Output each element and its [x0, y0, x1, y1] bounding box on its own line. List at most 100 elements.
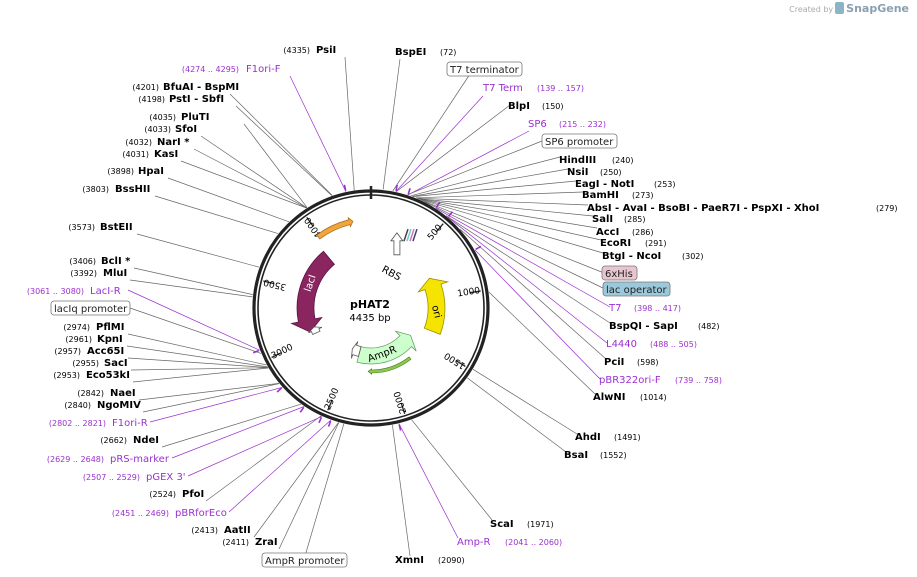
enzyme-label[interactable]: (3392)MluI — [70, 268, 127, 279]
enzyme-label[interactable]: (3406)BclI * — [69, 256, 131, 267]
primer-label[interactable]: Amp-R (2041 .. 2060) — [457, 537, 562, 548]
enzyme-label[interactable]: (4032)NarI * — [125, 137, 190, 148]
leader-line — [398, 423, 459, 539]
enzyme-label[interactable]: EcoRI(291) — [600, 238, 667, 249]
enzyme-label[interactable]: BamHI(273) — [582, 190, 654, 201]
enzyme-label[interactable]: BtgI - NcoI(302) — [602, 251, 704, 262]
primer-label[interactable]: L4440(488 .. 505) — [606, 339, 697, 350]
primer-label[interactable]: T7(398 .. 417) — [608, 303, 681, 314]
leader-line — [180, 160, 307, 209]
enzyme-label[interactable]: (2842)NaeI — [77, 388, 135, 399]
leader-line — [411, 419, 493, 521]
enzyme-label[interactable]: (2411)ZraI — [222, 537, 277, 548]
enzyme-label[interactable]: (3573)BstEII — [68, 222, 132, 233]
leader-line — [278, 422, 340, 550]
primer-label[interactable]: (4274 .. 4295)F1ori-F — [182, 64, 281, 75]
enzyme-label[interactable]: PciI(598) — [604, 357, 659, 368]
enzyme-label[interactable]: (3898)HpaI — [107, 166, 164, 177]
enzyme-label[interactable]: (4335)PsiI — [283, 45, 336, 56]
primer-label[interactable]: (2629 .. 2648)pRS-marker — [47, 454, 170, 465]
enzyme-position: (3392) — [70, 269, 97, 278]
enzyme-label[interactable]: BsaI(1552) — [564, 450, 627, 461]
enzyme-label[interactable]: (4033)SfoI — [144, 124, 197, 135]
enzyme-label[interactable]: BspQI - SapI(482) — [609, 321, 720, 332]
enzyme-label[interactable]: (2961)KpnI — [65, 334, 122, 345]
primer-range: (2041 .. 2060) — [505, 538, 562, 547]
enzyme-label[interactable]: (2662)NdeI — [100, 435, 159, 446]
enzyme-label[interactable]: AlwNI(1014) — [593, 392, 667, 403]
enzyme-name: PstI - SbfI — [169, 94, 224, 105]
enzyme-label[interactable]: AhdI(1491) — [575, 432, 641, 443]
enzyme-label[interactable]: BspEI(72) — [395, 47, 456, 58]
laci-feature[interactable] — [290, 250, 335, 333]
enzyme-position: (2974) — [63, 323, 90, 332]
enzyme-position: (2953) — [53, 371, 80, 380]
enzyme-label[interactable]: (2524)PfoI — [149, 489, 204, 500]
boxed-label-text: 6xHis — [605, 269, 633, 280]
enzyme-name: NdeI — [133, 435, 159, 446]
enzyme-label[interactable]: (4201)BfuAI - BspMI — [132, 82, 239, 93]
enzyme-position: (253) — [654, 180, 676, 189]
boxed-label-ampr-promoter[interactable]: AmpR promoter — [261, 552, 348, 568]
boxed-label-laciq-promoter[interactable]: lacIq promoter — [50, 300, 131, 316]
f1-ori-feature[interactable] — [316, 216, 354, 240]
leader-line — [474, 249, 601, 380]
ring-tick — [469, 290, 481, 294]
enzyme-label[interactable]: (2413)AatII — [191, 525, 250, 536]
ampr-promoter-feature[interactable] — [351, 341, 362, 359]
ori-feature[interactable] — [417, 277, 450, 335]
boxed-label-sp6-promoter[interactable]: SP6 promoter — [541, 133, 618, 149]
enzyme-name: PluTI — [181, 112, 209, 123]
enzyme-label[interactable]: EagI - NotI(253) — [575, 179, 676, 190]
enzyme-label[interactable]: (2840)NgoMIV — [64, 400, 141, 411]
enzyme-name: AccI — [596, 227, 619, 238]
leader-line — [415, 191, 584, 199]
enzyme-position: (482) — [698, 322, 720, 331]
primer-label[interactable]: pBR322ori-F(739 .. 758) — [599, 375, 722, 386]
enzyme-label[interactable]: (2957)Acc65I — [54, 346, 124, 357]
enzyme-label[interactable]: (4031)KasI — [122, 149, 178, 160]
plasmid-center: pHAT2 4435 bp — [349, 298, 390, 324]
enzyme-name: BamHI — [582, 190, 619, 201]
primer-name: T7 — [608, 303, 621, 314]
enzyme-label[interactable]: XmnI(2090) — [395, 555, 465, 566]
enzyme-label[interactable]: HindIII(240) — [559, 155, 634, 166]
primer-range: (4274 .. 4295) — [182, 65, 239, 74]
boxed-label-t7-terminator[interactable]: T7 terminator — [446, 61, 523, 77]
primer-label[interactable]: (2802 .. 2821)F1ori-R — [49, 418, 148, 429]
primer-name: L4440 — [606, 339, 637, 350]
primer-label[interactable]: (2507 .. 2529)pGEX 3' — [83, 472, 186, 483]
enzyme-label[interactable]: (4198)PstI - SbfI — [138, 94, 224, 105]
enzyme-name: NaeI — [110, 388, 136, 399]
primer-label[interactable]: SP6(215 .. 232) — [528, 119, 606, 130]
enzyme-label[interactable]: (2955)SacI — [72, 358, 127, 369]
enzyme-label[interactable]: (2953)Eco53kI — [53, 370, 130, 381]
enzyme-label[interactable]: AccI(286) — [596, 227, 654, 238]
leader-line — [127, 289, 260, 351]
primer-label[interactable]: (2451 .. 2469)pBRforEco — [112, 508, 227, 519]
enzyme-label[interactable]: SalI(285) — [592, 214, 646, 225]
leader-line — [445, 215, 611, 324]
boxed-label-lac-operator[interactable]: lac operator — [602, 281, 671, 297]
enzyme-label[interactable]: ScaI(1971) — [490, 519, 554, 530]
enzyme-label[interactable]: (4035)PluTI — [149, 112, 209, 123]
enzyme-label[interactable]: BlpI(150) — [508, 101, 564, 112]
primer-label[interactable]: (3061 .. 3080)LacI-R — [27, 286, 121, 297]
laciq-promoter-feature[interactable] — [308, 326, 323, 336]
enzyme-label[interactable]: NsiI(250) — [567, 167, 622, 178]
enzyme-label[interactable]: AbsI - AvaI - BsoBI - PaeR7I - PspXI - X… — [587, 203, 898, 214]
leader-line — [154, 195, 279, 234]
leader-line — [132, 367, 269, 383]
enzyme-name: NgoMIV — [97, 400, 141, 411]
enzyme-name: AbsI - AvaI - BsoBI - PaeR7I - PspXI - X… — [587, 203, 819, 214]
ampr-feature[interactable] — [356, 330, 417, 365]
primer-name: Amp-R — [457, 537, 491, 548]
leader-line — [424, 201, 606, 290]
enzyme-position: (4201) — [132, 83, 159, 92]
primer-label[interactable]: T7 Term(139 .. 157) — [482, 83, 584, 94]
enzyme-label[interactable]: (2974)PflMI — [63, 322, 124, 333]
boxed-label-6xhis[interactable]: 6xHis — [601, 265, 638, 281]
leader-line — [149, 387, 283, 423]
rbs-feature[interactable] — [390, 232, 404, 256]
enzyme-label[interactable]: (3803)BssHII — [82, 184, 150, 195]
